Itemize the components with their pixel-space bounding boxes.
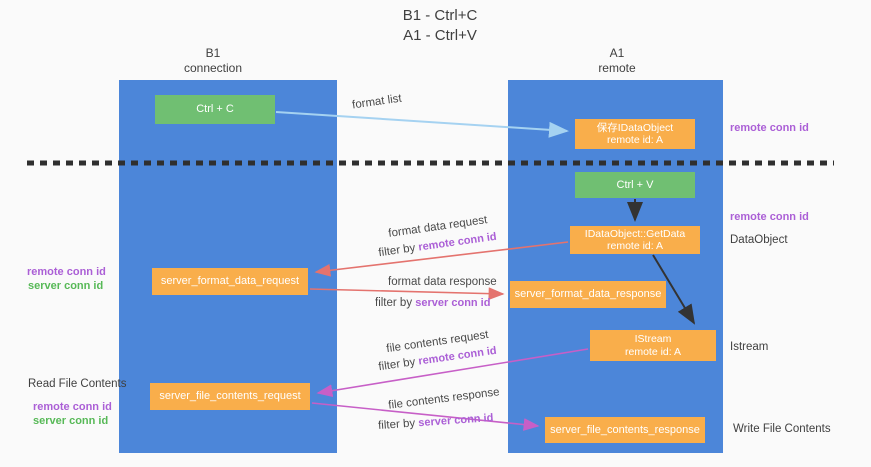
server-file-contents-response-box: server_file_contents_response [545,417,705,443]
save-dataobject-box: 保存IDataObject remote id: A [575,119,695,149]
server-format-data-response-box: server_format_data_response [510,281,666,308]
diagram-title-line1: B1 - Ctrl+C [402,7,478,24]
ctrl-v-label: Ctrl + V [616,178,654,191]
filter-by-text: filter by [377,241,420,260]
file-contents-response-label: file contents response [387,386,501,412]
remote-conn-id-label-left-lower: remote conn id [33,401,112,413]
save-dataobject-line1: 保存IDataObject [596,122,674,134]
right-column-header-line1: A1 [609,46,625,60]
server-file-contents-response-label: server_file_contents_response [550,423,700,436]
diagram-title-line2: A1 - Ctrl+V [403,27,477,44]
getdata-box: IDataObject::GetData remote id: A [570,226,700,254]
server-format-data-request-box: server_format_data_request [152,268,308,295]
format-data-response-arrow [309,287,505,301]
server-file-contents-request-box: server_file_contents_request [150,383,310,410]
write-file-contents-label: Write File Contents [733,423,831,435]
istream-line1: IStream [634,332,672,345]
getdata-line1: IDataObject::GetData [584,228,686,240]
ctrl-c-box: Ctrl + C [155,95,275,124]
istream-line2: remote id: A [624,345,682,358]
server-conn-id-label-left-upper: server conn id [28,280,104,292]
format-data-response-label: format data response [388,276,497,288]
format-list-label: format list [351,92,403,112]
read-file-contents-label: Read File Contents [28,378,127,390]
ctrl-c-label: Ctrl + C [196,103,234,115]
remote-conn-id-label-mid-right: remote conn id [730,211,809,223]
server-conn-id-inline-upper: server conn id [415,297,491,309]
filter-by-server-conn-id-upper: filter by server conn id [375,297,490,309]
filter-by-text: filter by [375,297,416,309]
server-format-data-request-label: server_format_data_request [160,275,300,287]
filter-by-text: filter by [377,355,420,374]
server-conn-id-label-left-lower: server conn id [33,415,109,427]
left-column-header: B1 connection [153,46,273,76]
filter-by-text: filter by [377,417,419,433]
remote-conn-id-label-top-right: remote conn id [730,122,809,134]
dataobject-label: DataObject [730,234,788,246]
filter-by-server-conn-id-lower: filter by server conn id [378,412,494,432]
istream-box: IStream remote id: A [590,330,716,361]
right-column-header: A1 remote [557,46,677,76]
getdata-line2: remote id: A [606,240,664,252]
save-dataobject-line2: remote id: A [606,134,664,146]
left-column-header-line1: B1 [205,46,221,60]
left-column-header-line2: connection [183,61,243,75]
right-column-header-line2: remote [598,61,636,75]
ctrl-v-box: Ctrl + V [575,172,695,198]
istream-side-label: Istream [730,341,769,353]
server-format-data-response-label: server_format_data_response [514,288,662,300]
diagram-title: B1 - Ctrl+C A1 - Ctrl+V [340,6,540,46]
server-file-contents-request-label: server_file_contents_request [159,390,301,402]
server-conn-id-inline-lower: server conn id [417,411,494,430]
remote-conn-id-label-left-upper: remote conn id [27,266,106,278]
